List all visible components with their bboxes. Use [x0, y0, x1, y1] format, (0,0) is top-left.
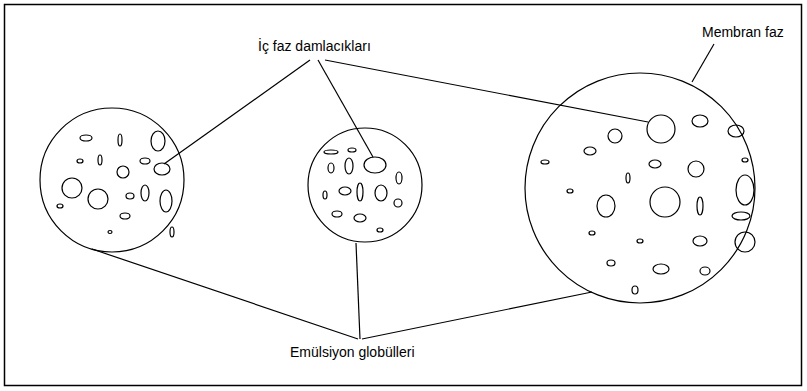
- membrane-label: Membran faz: [702, 24, 784, 41]
- globule-label: Emülsiyon globülleri: [290, 344, 415, 361]
- droplet-label: İç faz damlacıkları: [258, 38, 371, 55]
- leader-lines: [92, 44, 714, 339]
